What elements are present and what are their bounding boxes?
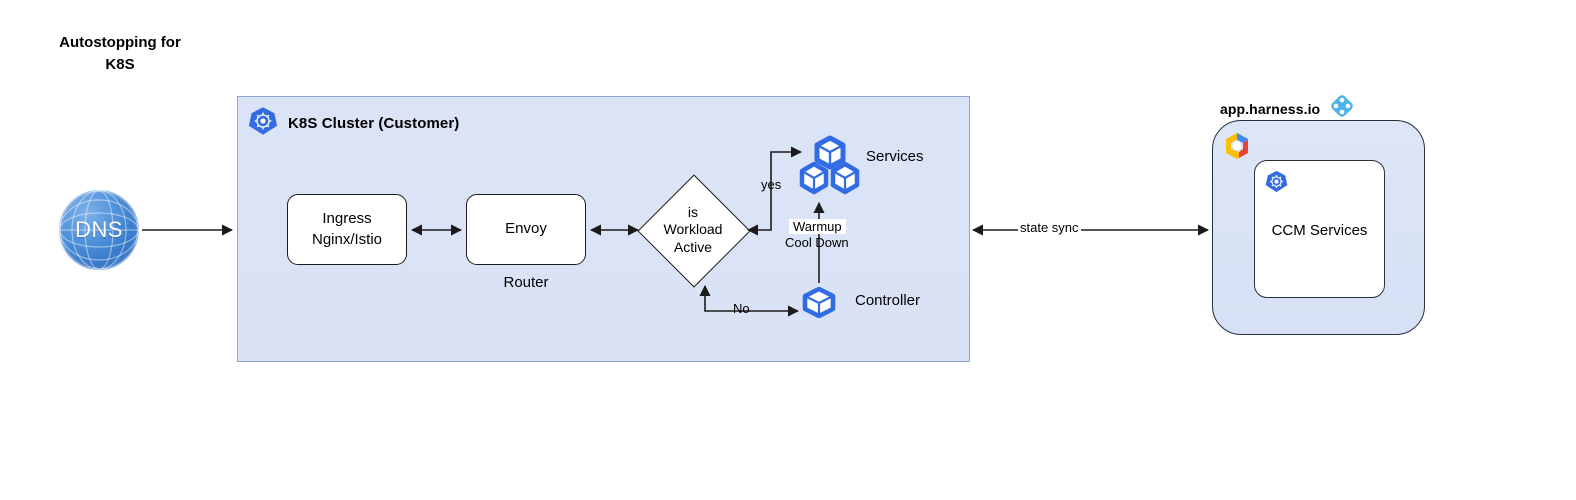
harness-diamond-icon bbox=[1329, 93, 1355, 124]
globe-icon bbox=[59, 190, 139, 270]
router-label: Router bbox=[503, 274, 549, 291]
edge-label-yes: yes bbox=[761, 177, 782, 192]
decision-label-line-3: Active bbox=[673, 238, 713, 255]
ingress-label: Ingress Nginx/Istio bbox=[312, 209, 382, 250]
controller-label: Controller bbox=[855, 292, 921, 309]
envoy-label: Envoy bbox=[505, 220, 547, 238]
page-title: Autostopping for K8S bbox=[30, 32, 210, 76]
k8s-cubes-icon[interactable] bbox=[796, 135, 864, 197]
edge-label-warmup: Warmup bbox=[789, 219, 846, 234]
ingress-node[interactable]: Ingress Nginx/Istio bbox=[287, 194, 407, 265]
decision-label-line-2: Workload bbox=[663, 221, 723, 238]
workload-active-decision[interactable]: is Workload Active bbox=[637, 174, 751, 288]
edge-label-state-sync: state sync bbox=[1018, 220, 1081, 235]
ingress-label-line-1: Ingress bbox=[322, 210, 372, 228]
decision-label: is Workload Active bbox=[641, 178, 745, 282]
edge-label-no: No bbox=[733, 301, 750, 316]
edge-label-cooldown: Cool Down bbox=[785, 235, 849, 250]
services-label: Services bbox=[866, 148, 924, 165]
envoy-node[interactable]: Envoy bbox=[466, 194, 586, 265]
harness-title: app.harness.io bbox=[1220, 100, 1321, 117]
decision-label-line-1: is bbox=[687, 203, 699, 220]
k8s-cube-icon[interactable] bbox=[802, 286, 836, 319]
ccm-services-label: CCM Services bbox=[1271, 222, 1368, 239]
page-title-line-2: K8S bbox=[105, 55, 135, 73]
dns-node[interactable]: DNS bbox=[59, 190, 139, 270]
harness-header: app.harness.io bbox=[1220, 93, 1355, 124]
cluster-title: K8S Cluster (Customer) bbox=[288, 115, 460, 132]
cluster-header: K8S Cluster (Customer) bbox=[248, 106, 459, 141]
page-title-line-1: Autostopping for bbox=[59, 34, 181, 51]
ingress-label-line-2: Nginx/Istio bbox=[311, 230, 383, 248]
kubernetes-icon bbox=[248, 106, 278, 141]
kubernetes-icon bbox=[1265, 170, 1288, 193]
dns-label: DNS bbox=[75, 217, 123, 242]
gcp-hexagon-icon bbox=[1222, 132, 1252, 160]
